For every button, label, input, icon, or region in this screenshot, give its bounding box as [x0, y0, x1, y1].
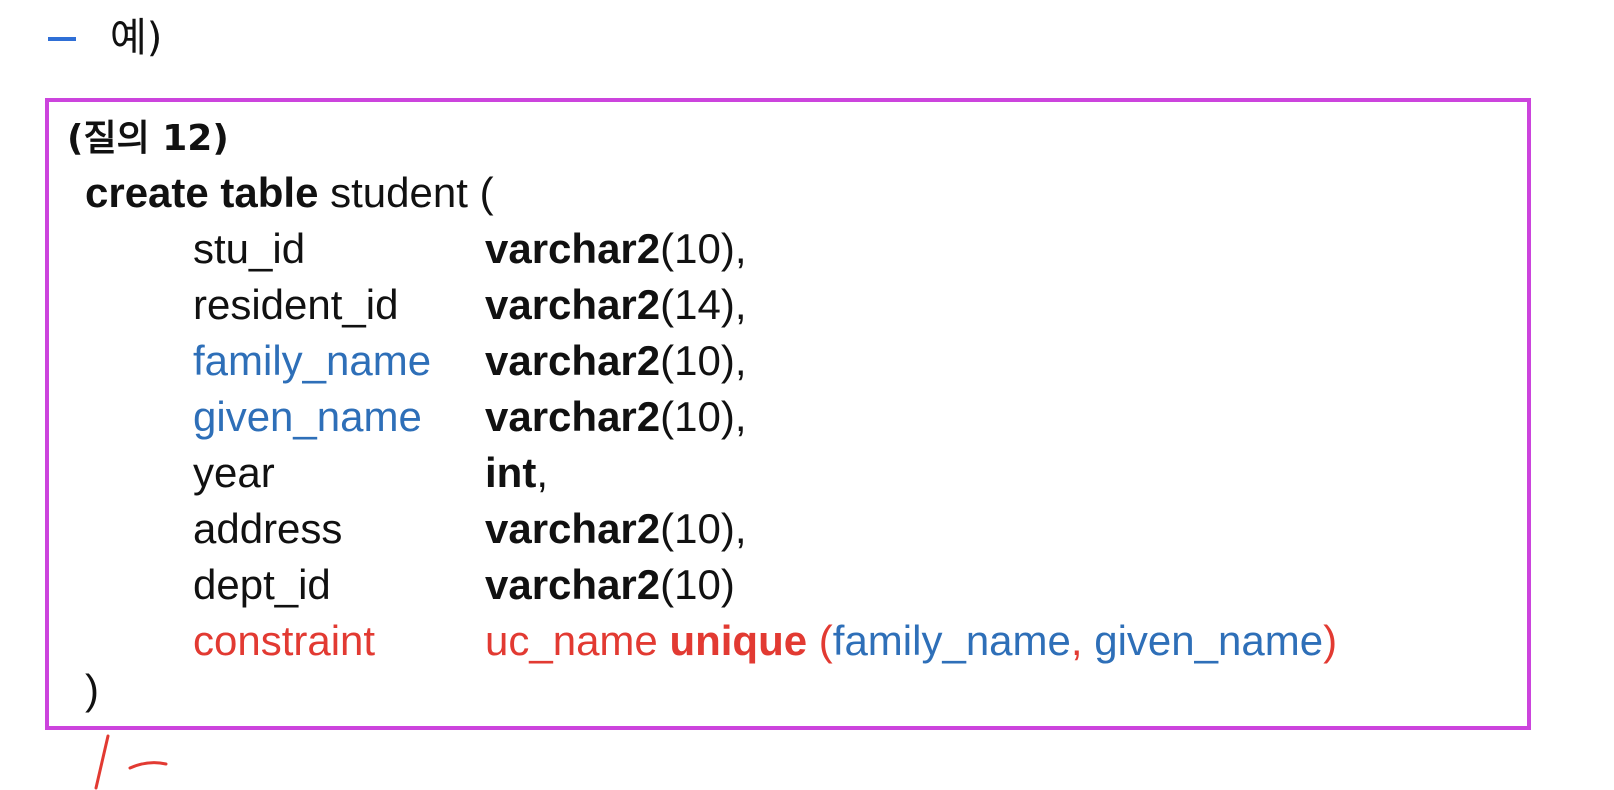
- type-keyword: varchar2: [485, 393, 661, 440]
- column-name-highlighted: given_name: [193, 393, 422, 440]
- create-table-keyword: create table: [85, 169, 319, 216]
- type-args: (10),: [660, 337, 747, 384]
- constraint-keyword: constraint: [193, 617, 376, 664]
- type-keyword: varchar2: [485, 281, 661, 328]
- constraint-column-family-name: family_name: [832, 617, 1071, 664]
- sql-code-box: (질의 12) create table student ( stu_id va…: [45, 98, 1531, 730]
- type-keyword: varchar2: [485, 337, 661, 384]
- column-name-highlighted: family_name: [193, 337, 432, 384]
- type-keyword: varchar2: [485, 561, 661, 608]
- type-args: (10),: [660, 225, 747, 272]
- type-args: (14),: [660, 281, 747, 328]
- type-keyword: int: [485, 449, 537, 496]
- type-keyword: varchar2: [485, 225, 661, 272]
- handwritten-mark-icon: [94, 734, 168, 790]
- column-name: stu_id: [193, 225, 306, 272]
- unique-keyword: unique: [669, 617, 808, 664]
- type-args: (10),: [660, 505, 747, 552]
- column-type: varchar2(10),: [485, 333, 747, 389]
- column-name: resident_id: [193, 281, 399, 328]
- open-paren: (: [818, 617, 833, 664]
- constraint-name: uc_name: [485, 617, 658, 664]
- closing-paren: ): [85, 666, 99, 713]
- type-args: (10): [660, 561, 735, 608]
- column-type: varchar2(10): [485, 557, 735, 613]
- column-name: year: [193, 449, 275, 496]
- close-paren: ): [1323, 617, 1338, 664]
- example-label: 예): [110, 15, 163, 61]
- query-label: (질의 12): [67, 118, 229, 159]
- column-type: varchar2(10),: [485, 389, 747, 445]
- column-type: int,: [485, 445, 548, 501]
- constraint-definition: uc_name unique (family_name, given_name): [485, 613, 1337, 669]
- table-name: student (: [330, 169, 494, 216]
- column-name: address: [193, 505, 343, 552]
- type-keyword: varchar2: [485, 505, 661, 552]
- comma: ,: [1070, 617, 1083, 664]
- type-args: ,: [536, 449, 548, 496]
- column-type: varchar2(14),: [485, 277, 747, 333]
- type-args: (10),: [660, 393, 747, 440]
- constraint-column-given-name: given_name: [1094, 617, 1324, 664]
- column-type: varchar2(10),: [485, 221, 747, 277]
- column-type: varchar2(10),: [485, 501, 747, 557]
- bullet-dash-icon: [48, 37, 76, 41]
- column-name: dept_id: [193, 561, 331, 608]
- example-bullet: 예): [48, 10, 162, 66]
- create-table-line: create table student (: [85, 168, 494, 218]
